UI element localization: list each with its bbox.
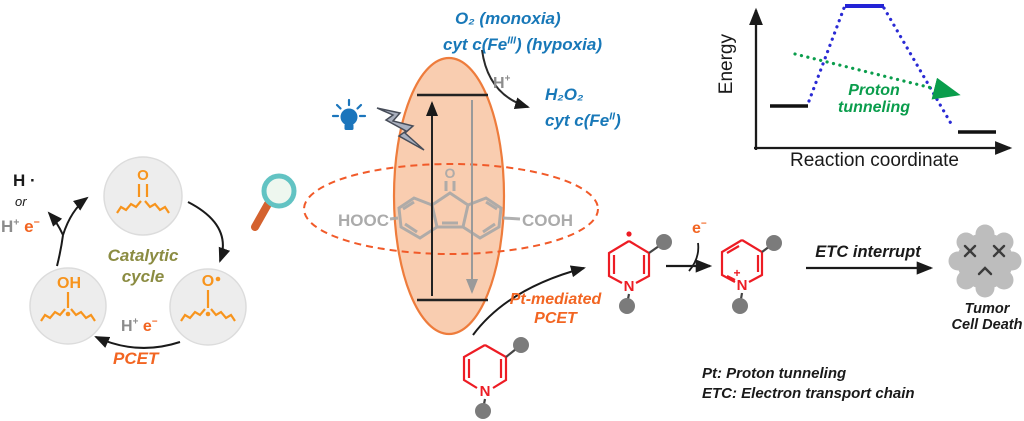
tumor-cell-death-label: Tumor Cell Death <box>942 301 1024 333</box>
ketone-oxygen-label: O <box>137 167 149 184</box>
annotation-line2: tunneling <box>838 99 910 116</box>
pcet-transfer-label: H+ e− <box>121 316 158 336</box>
pcet-line: PCET <box>534 310 577 327</box>
electron-charge: − <box>33 216 40 229</box>
alcohol-radical-molecule: OH <box>40 275 96 322</box>
alcohol-oh-label: OH <box>57 275 81 292</box>
products-text: H₂O₂ cyt c(FeII) <box>545 82 621 134</box>
nitrogen-label: N <box>480 383 491 400</box>
oxyl-radical-molecule: O <box>180 273 236 322</box>
title-line1: Catalytic <box>107 246 179 265</box>
oxyl-o-label: O <box>202 273 214 290</box>
cooh-label: COOH <box>522 211 573 230</box>
pt-mediated-pcet-label: Pt-mediated PCET <box>498 290 613 328</box>
energy-axis-label: Energy <box>716 34 737 95</box>
energy-levels <box>417 93 488 302</box>
magnifier-icon <box>251 173 297 231</box>
products-line2: cyt c(FeII) <box>545 110 621 130</box>
conditions-line1: O₂ (monoxia) <box>455 9 561 28</box>
pt-mediated-line: Pt-mediated <box>509 291 602 308</box>
nitrogen-label: N <box>624 278 635 295</box>
title-line2: cycle <box>121 267 165 286</box>
outcome-line1: Tumor <box>964 301 1010 317</box>
hooc-label: HOOC <box>338 211 389 230</box>
proton-symbol: H <box>1 217 14 236</box>
products-line1: H₂O₂ <box>545 85 584 104</box>
orbit-dashed-ellipse <box>303 163 599 255</box>
electron-symbol: e <box>24 217 34 236</box>
nitrogen-label: N <box>737 277 748 294</box>
pyridinium-molecule: N + <box>720 235 782 314</box>
legend-line2: ETC: Electron transport chain <box>702 385 915 402</box>
proton-charge: + <box>13 216 20 229</box>
energy-plot <box>749 4 1013 155</box>
pt-pcet-arrow <box>472 265 586 336</box>
plus-charge-label: + <box>733 266 740 280</box>
fluorenone-molecule: O HOOC COOH <box>338 165 573 240</box>
dead-cell-icon <box>948 224 1022 298</box>
proton-charge: + <box>132 316 139 328</box>
pcet-label: PCET <box>113 349 159 368</box>
hydrogen-radical-label: H · <box>13 171 36 190</box>
or-label: or <box>15 194 27 209</box>
electron-charge: − <box>151 316 158 328</box>
lightning-bolt-icon <box>376 107 425 151</box>
released-species-label: H+ e− <box>1 217 40 237</box>
etc-interrupt-label: ETC interrupt <box>815 243 921 261</box>
proton-release-arrow <box>481 49 530 110</box>
dihydropyridine-molecule: N <box>462 337 529 419</box>
cycle-arrows <box>47 196 231 349</box>
electron-release-curve <box>688 242 700 272</box>
electron-label: e− <box>692 218 707 237</box>
pyridinyl-radical-molecule: N <box>607 231 672 314</box>
electron-symbol: e <box>142 318 152 335</box>
proton-tunneling-path <box>793 52 961 100</box>
catalytic-cycle-title: Catalytic cycle <box>93 245 193 287</box>
conditions-line2: cyt c(FeIII) (hypoxia) <box>443 34 602 54</box>
proton-tunneling-label: Proton tunneling <box>830 82 918 116</box>
proton-symbol: H <box>121 318 133 335</box>
legend-line1: Pt: Proton tunneling <box>702 365 847 382</box>
reaction-coordinate-axis-label: Reaction coordinate <box>790 150 959 171</box>
ketone-molecule: O <box>116 167 170 214</box>
abbreviation-legend: Pt: Proton tunneling ETC: Electron trans… <box>702 364 915 404</box>
annotation-line1: Proton <box>848 82 900 99</box>
light-bulb-icon <box>331 98 367 130</box>
proton-label: H+ <box>493 73 511 92</box>
photocatalyst-ellipse <box>392 56 506 336</box>
outcome-line2: Cell Death <box>951 317 1023 333</box>
conditions-text: O₂ (monoxia) cyt c(FeIII) (hypoxia) <box>443 6 602 58</box>
fluorenone-oxygen-label: O <box>445 165 456 181</box>
